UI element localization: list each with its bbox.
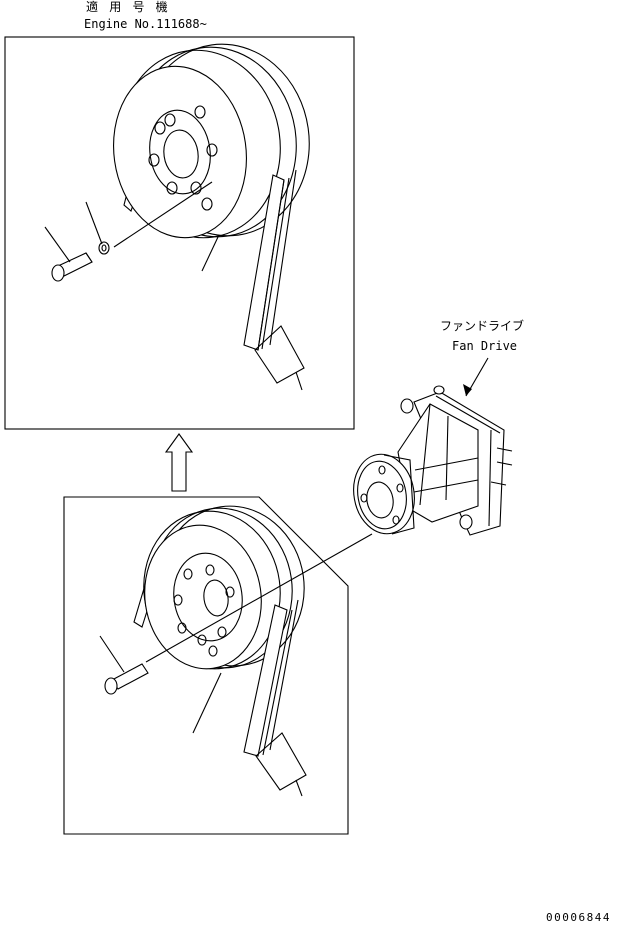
upper-crank-pulley (44, 43, 310, 391)
fan-drive-assembly (353, 357, 513, 536)
lower-crank-pulley (99, 505, 373, 797)
fan-drive-label-en: Fan Drive (452, 339, 517, 353)
fan-drive-label-jp: ファンドライブ (440, 318, 524, 333)
up-arrow (164, 433, 194, 492)
lower-detail-frame (63, 496, 349, 835)
applicable-machine-jp: 適 用 号 機 (86, 0, 170, 14)
engine-number-label: Engine No.111688~ (84, 17, 207, 31)
drawing-number: 00006844 (546, 911, 611, 924)
upper-detail-frame (4, 36, 355, 430)
